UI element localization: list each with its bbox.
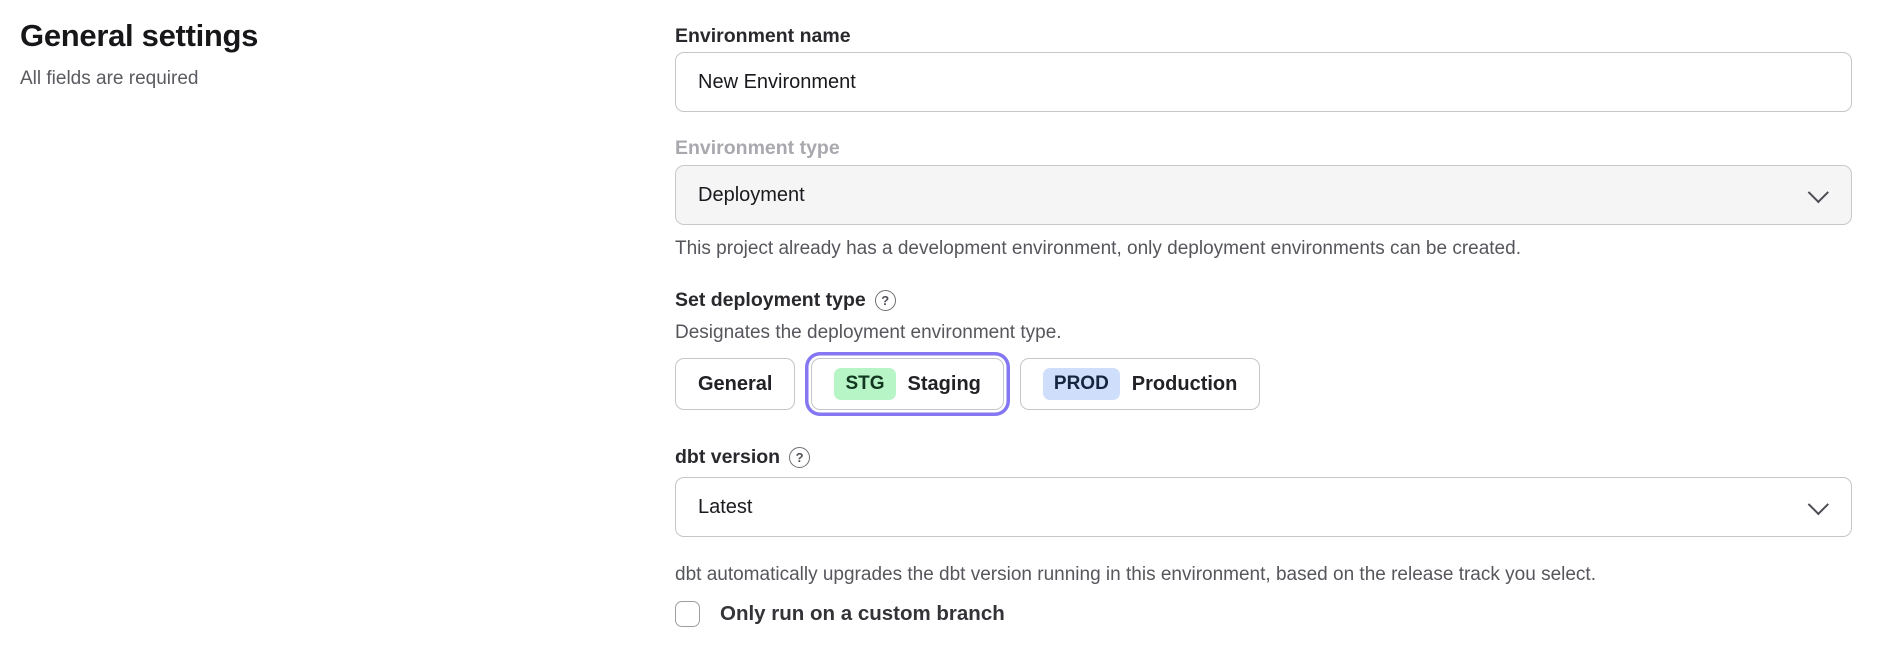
dbt-version-helper: dbt automatically upgrades the dbt versi… [675, 564, 1596, 585]
environment-type-label: Environment type [675, 137, 840, 159]
page-title: General settings [20, 18, 259, 53]
deployment-type-option-label: General [698, 372, 773, 395]
deployment-type-option-general[interactable]: General [675, 358, 796, 410]
environment-name-label: Environment name [675, 25, 851, 47]
custom-branch-row[interactable]: Only run on a custom branch [675, 601, 1005, 627]
custom-branch-label[interactable]: Only run on a custom branch [720, 602, 1005, 625]
deployment-type-helper: Designates the deployment environment ty… [675, 322, 1062, 343]
chevron-down-icon [1807, 181, 1829, 203]
dbt-version-select[interactable]: Latest [675, 477, 1852, 537]
settings-header: General settings All fields are required [20, 18, 580, 90]
deployment-type-option-production[interactable]: PROD Production [1019, 358, 1261, 410]
custom-branch-checkbox[interactable] [675, 601, 700, 627]
deployment-type-option-staging[interactable]: STG Staging [811, 358, 1004, 410]
dbt-version-value: Latest [698, 495, 753, 518]
dbt-version-label-row: dbt version ? [675, 446, 811, 469]
deployment-type-label: Set deployment type [675, 289, 866, 311]
chevron-down-icon [1807, 493, 1829, 515]
dbt-version-label: dbt version [675, 446, 781, 468]
environment-type-select[interactable]: Deployment [675, 165, 1852, 225]
environment-type-value: Deployment [698, 183, 805, 206]
environment-type-helper: This project already has a development e… [675, 238, 1521, 259]
deployment-type-option-label: Staging [907, 372, 981, 395]
page-subtitle: All fields are required [20, 68, 199, 89]
staging-badge: STG [834, 368, 896, 400]
production-badge: PROD [1042, 368, 1120, 400]
environment-name-input[interactable] [675, 52, 1852, 112]
help-icon[interactable]: ? [874, 290, 896, 311]
deployment-type-options: General STG Staging PROD Production [675, 358, 1261, 410]
deployment-type-option-label: Production [1131, 372, 1238, 395]
deployment-type-label-row: Set deployment type ? [675, 289, 896, 312]
help-icon[interactable]: ? [789, 447, 811, 468]
